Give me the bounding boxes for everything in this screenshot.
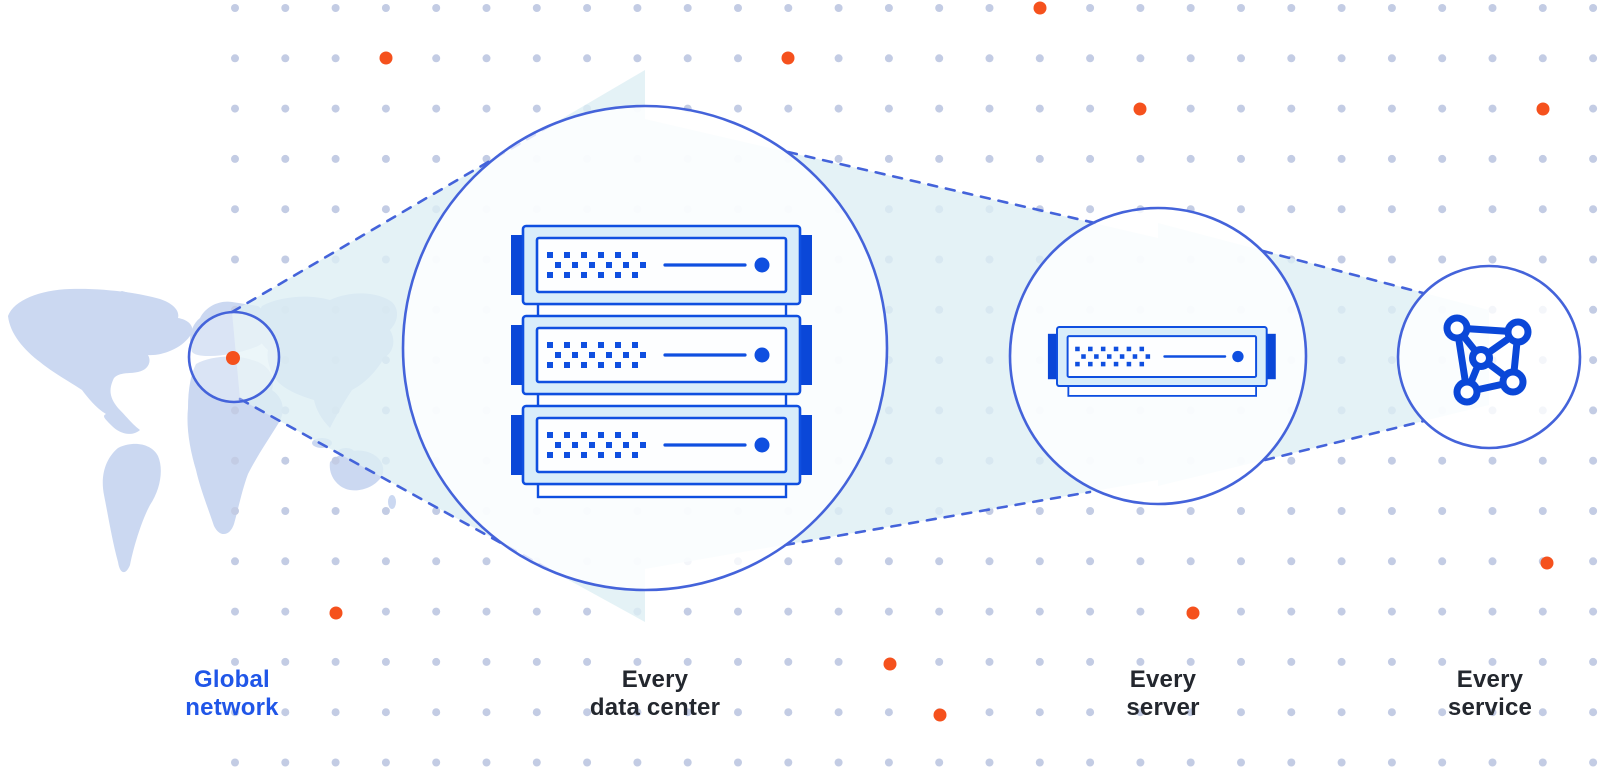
single-server-unit xyxy=(1046,325,1277,398)
server-unit-3 xyxy=(509,404,814,499)
server-unit-2 xyxy=(509,314,814,409)
server-rack xyxy=(509,224,814,499)
greenland xyxy=(98,291,145,318)
server-unit-1 xyxy=(509,224,814,319)
caption-every-server: Every server xyxy=(1126,666,1200,721)
server-group xyxy=(1008,206,1308,506)
south-america xyxy=(102,443,161,573)
datacenter-group xyxy=(401,104,889,592)
service-group xyxy=(1396,264,1582,450)
new-zealand xyxy=(388,495,396,509)
mesh-network-icon xyxy=(1443,314,1532,406)
caption-global-network: Global network xyxy=(185,666,279,721)
caption-every-service: Every service xyxy=(1447,666,1533,721)
orange-network-dots xyxy=(329,1,1554,722)
caption-every-data-center: Every data center xyxy=(589,666,721,721)
network-location-marker xyxy=(226,351,240,365)
north-america xyxy=(8,288,193,434)
